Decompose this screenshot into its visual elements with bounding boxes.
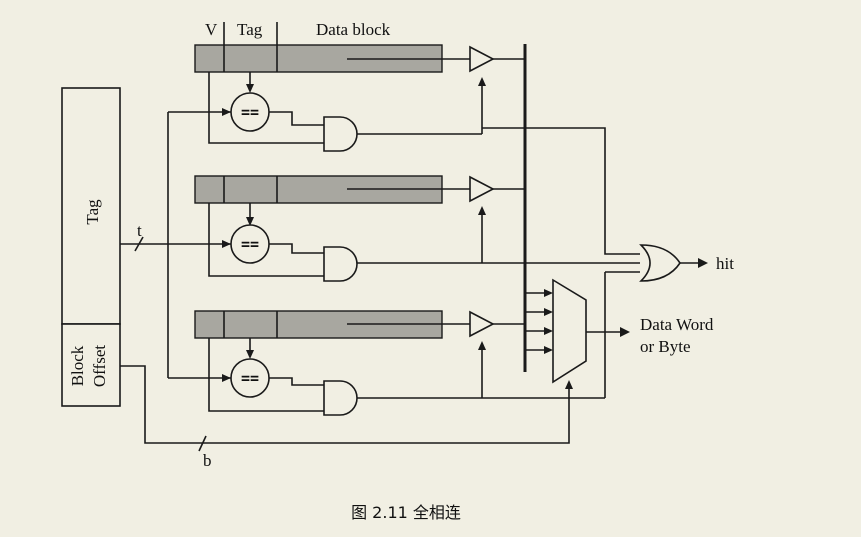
multiplexer: [552, 278, 587, 384]
tristate-buffer-1: [469, 45, 495, 73]
address-tag-field: [61, 87, 121, 325]
and-gate-3: [323, 380, 358, 416]
cache-entry-3: ==: [194, 271, 640, 416]
and-gate-1: [323, 116, 358, 152]
data-block-column-label: Data block: [316, 20, 391, 39]
address-offset-label-line2: Offset: [90, 345, 109, 387]
offset-line: [120, 365, 570, 444]
mux-inputs: [525, 289, 553, 354]
address-tag-label: Tag: [83, 199, 102, 225]
comparator-1-symbol: ==: [241, 103, 259, 121]
output-label-line2: or Byte: [640, 337, 691, 356]
tristate-buffer-2: [469, 175, 495, 203]
figure-caption: 图 2.11 全相连: [351, 503, 461, 522]
cache-entry-1: ==: [194, 44, 640, 255]
address-offset-field: [61, 323, 121, 407]
comparator-2-symbol: ==: [241, 235, 259, 253]
cache-entry-2: ==: [194, 175, 640, 282]
tag-width-label: t: [137, 221, 142, 240]
tag-column-label: Tag: [237, 20, 263, 39]
offset-width-label: b: [203, 451, 212, 470]
output-label-line1: Data Word: [640, 315, 714, 334]
tristate-buffer-3: [469, 310, 495, 338]
hit-label: hit: [716, 254, 734, 273]
valid-column-label: V: [205, 20, 218, 39]
or-gate: [639, 244, 681, 282]
address-offset-label-line1: Block: [68, 345, 87, 386]
and-gate-2: [323, 246, 358, 282]
comparator-3-symbol: ==: [241, 369, 259, 387]
